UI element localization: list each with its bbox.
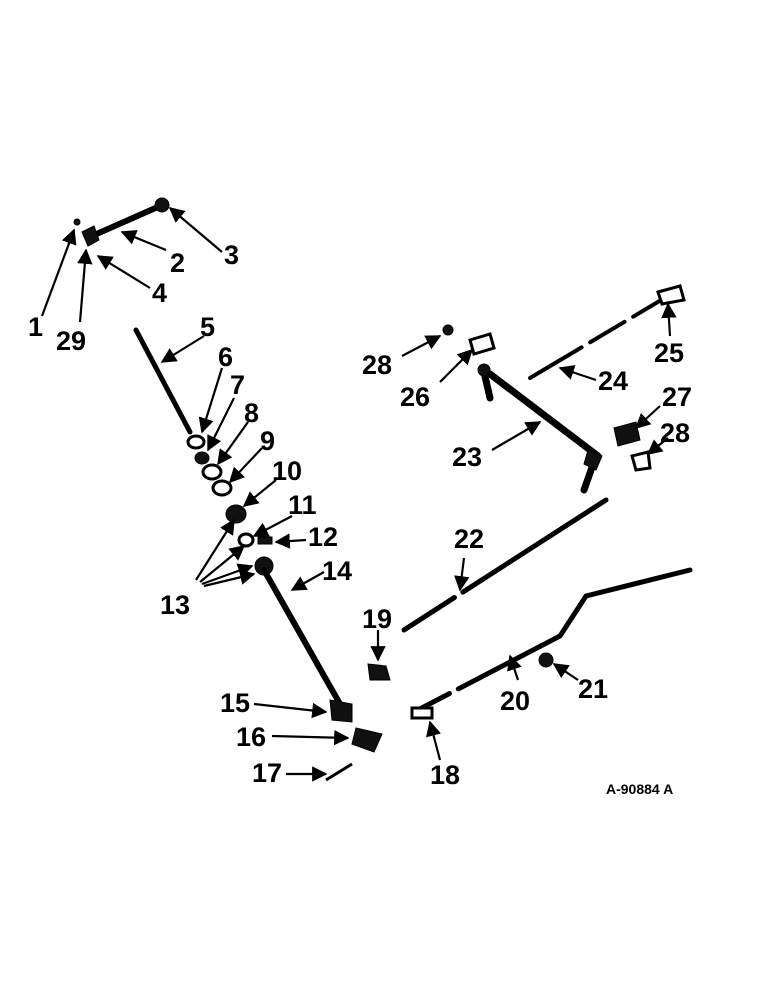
callout-28-right: 28: [660, 418, 690, 448]
washer-9: [211, 479, 233, 497]
callout-15: 15: [220, 688, 250, 718]
leader-3: [168, 207, 223, 253]
callout-16: 16: [236, 722, 266, 752]
leader-15: [253, 702, 328, 719]
callout-10: 10: [272, 456, 302, 486]
leader-26: [439, 348, 474, 383]
clip-21: [538, 652, 554, 668]
leader-18: [426, 720, 442, 761]
callout-23: 23: [452, 442, 482, 472]
drawing-id: A-90884 A: [606, 781, 673, 797]
rod-14: [261, 567, 343, 707]
pin-1: [73, 218, 81, 226]
spring-7: [194, 451, 210, 465]
leader-14: [290, 571, 325, 591]
leader-11: [252, 515, 293, 537]
rod-24: [528, 294, 670, 380]
leader-29: [77, 248, 93, 323]
callout-24: 24: [598, 366, 628, 396]
ball-joint-3: [154, 197, 170, 213]
leader-13d: [203, 569, 256, 588]
callout-18: 18: [430, 760, 460, 790]
leader-5: [160, 335, 205, 363]
leader-2: [120, 230, 167, 252]
leader-22: [454, 557, 470, 592]
upper-link-group: [73, 197, 170, 247]
leader-1: [40, 228, 77, 317]
callout-7: 7: [230, 370, 245, 400]
pin-18: [410, 706, 434, 720]
callout-28-left: 28: [362, 350, 392, 380]
callout-26: 26: [400, 382, 430, 412]
left-rod-assembly: [133, 327, 383, 782]
leader-10: [242, 479, 277, 507]
leader-21: [552, 663, 579, 681]
clevis-25: [656, 284, 686, 306]
leader-16: [271, 729, 350, 746]
callout-6: 6: [218, 342, 233, 372]
leader-24: [558, 365, 597, 382]
bushing-11: [237, 532, 255, 548]
leader-25: [661, 302, 677, 337]
clevis-26: [468, 332, 496, 356]
rod-5: [133, 327, 193, 435]
callout-2: 2: [170, 248, 185, 278]
callout-20: 20: [500, 686, 530, 716]
callout-22: 22: [454, 524, 484, 554]
clip-19: [367, 663, 391, 681]
clevis-27: [613, 421, 641, 447]
leader-8: [217, 421, 249, 466]
callout-1: 1: [28, 312, 43, 342]
rod-20: [411, 567, 693, 715]
rod-22: [401, 497, 609, 633]
leader-13a: [195, 518, 235, 581]
callout-14: 14: [322, 556, 352, 586]
spring-pin-17: [325, 762, 353, 782]
leader-28-left: [401, 335, 442, 357]
callout-13: 13: [160, 590, 190, 620]
leader-27: [634, 405, 661, 430]
callout-27: 27: [662, 382, 692, 412]
leader-4: [96, 255, 151, 289]
callout-labels: 1 2 3 4 5 6 7 8 9 10 11 12 13 14 15 16 1…: [28, 240, 692, 797]
callout-25: 25: [654, 338, 684, 368]
leader-20: [507, 654, 522, 681]
cross-shaft-23: [480, 368, 602, 494]
leader-9: [228, 447, 263, 484]
lower-rod-assembly: [367, 497, 693, 720]
leader-7: [207, 397, 235, 452]
callout-3: 3: [224, 240, 239, 270]
callout-9: 9: [260, 426, 275, 456]
pin-28-right: [630, 450, 652, 472]
shaft-arm-23b: [583, 449, 603, 471]
callout-4: 4: [152, 278, 167, 308]
pin-26: [442, 324, 454, 336]
leader-28-right: [646, 437, 669, 455]
leader-6: [198, 367, 224, 434]
link-rod-2: [89, 203, 163, 239]
clevis-16: [351, 727, 383, 753]
leader-23: [491, 421, 542, 451]
callout-21: 21: [578, 674, 608, 704]
shaft-end-23a: [477, 363, 491, 377]
leader-13b: [199, 545, 246, 583]
callout-5: 5: [200, 312, 215, 342]
clevis-15: [329, 699, 353, 723]
leader-13c: [201, 563, 254, 586]
callout-8: 8: [244, 398, 259, 428]
yoke-29: [81, 225, 100, 247]
cross-shaft-assembly: [442, 284, 686, 494]
callout-29: 29: [56, 326, 86, 356]
callout-11: 11: [288, 490, 317, 520]
callout-17: 17: [252, 758, 282, 788]
callout-19: 19: [362, 604, 392, 634]
washer-8: [201, 463, 223, 481]
nut-10: [225, 504, 247, 524]
pin-12: [257, 536, 273, 545]
leader-12: [274, 533, 307, 549]
callout-12: 12: [308, 522, 338, 552]
washer-6: [186, 434, 206, 450]
